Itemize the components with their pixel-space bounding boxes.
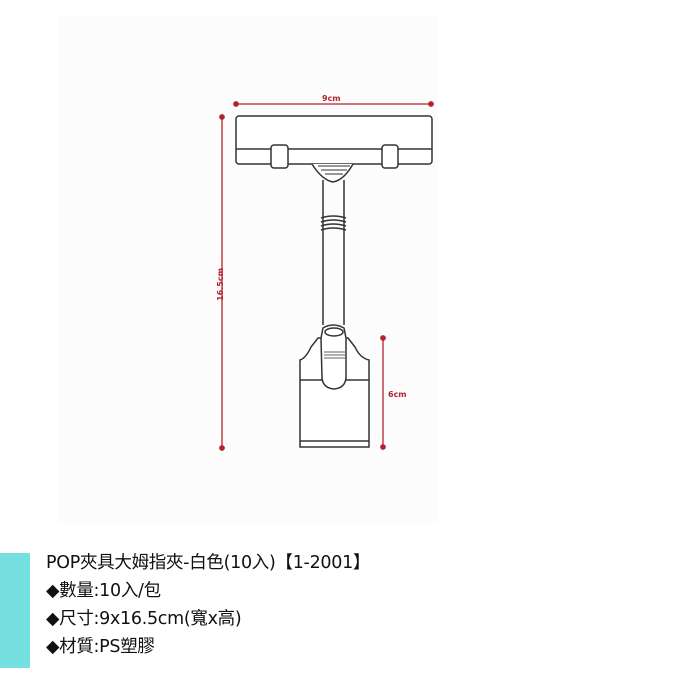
base-dimension-line bbox=[380, 335, 386, 450]
product-info: POP夾具大姆指夾-白色(10入)【1-2001】 ◆數量:10入/包 ◆尺寸:… bbox=[46, 549, 370, 661]
spec-material: ◆材質:PS塑膠 bbox=[46, 637, 155, 657]
image-background-panel bbox=[58, 15, 438, 523]
width-dimension-line bbox=[233, 101, 434, 107]
spec-size: ◆尺寸:9x16.5cm(寬x高) bbox=[46, 609, 242, 629]
clip-head-ridges bbox=[318, 165, 350, 175]
clip-dimension-diagram bbox=[219, 101, 434, 451]
spec-quantity: ◆數量:10入/包 bbox=[46, 581, 161, 601]
height-dimension-line bbox=[219, 114, 225, 451]
clip-base bbox=[299, 324, 370, 448]
clip-base-thread bbox=[324, 351, 345, 359]
clip-stem bbox=[320, 180, 347, 325]
clip-head bbox=[235, 115, 433, 183]
width-label: 9cm bbox=[322, 94, 341, 103]
product-title: POP夾具大姆指夾-白色(10入)【1-2001】 bbox=[46, 553, 371, 573]
accent-bar bbox=[0, 553, 30, 668]
base-height-label: 6cm bbox=[388, 390, 407, 399]
height-label: 16.5cm bbox=[215, 268, 225, 301]
